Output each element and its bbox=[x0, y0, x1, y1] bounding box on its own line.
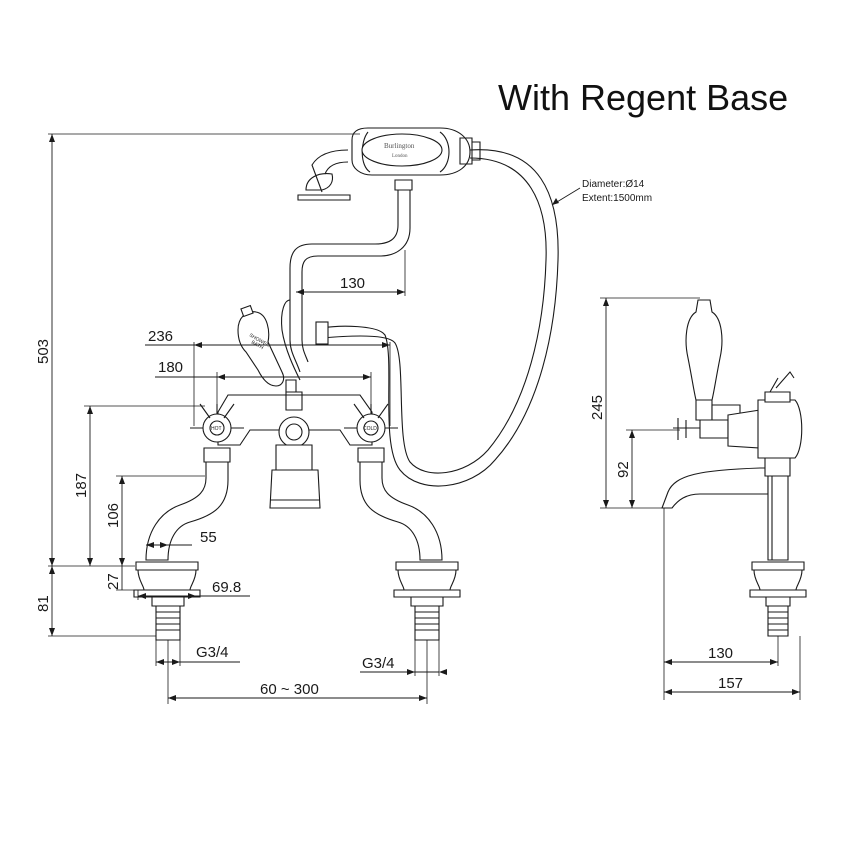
dim-base-dia: 69.8 bbox=[212, 579, 241, 596]
diagram-title: With Regent Base bbox=[498, 77, 788, 118]
side-dimensions: 245 92 130 157 bbox=[589, 297, 801, 700]
dim-spout-reach: 130 bbox=[708, 645, 733, 662]
handset-brand: Burlington bbox=[384, 142, 415, 150]
dim-overall-height: 503 bbox=[35, 339, 52, 364]
side-view bbox=[661, 299, 807, 637]
dim-side-depth: 157 bbox=[718, 675, 743, 692]
right-leg bbox=[357, 447, 461, 641]
dim-side-height: 245 bbox=[589, 395, 606, 420]
handset-cradle bbox=[311, 149, 413, 193]
front-view: Burlington London SHOWER BATH bbox=[133, 127, 559, 641]
hose-diameter: Diameter:Ø14 bbox=[582, 179, 645, 190]
mixer-body bbox=[217, 391, 373, 509]
dim-spout-height: 92 bbox=[615, 461, 632, 478]
diverter-lever: SHOWER BATH bbox=[237, 304, 297, 393]
hose-connector bbox=[315, 321, 329, 345]
handset-arm bbox=[289, 190, 399, 373]
shower-handset: Burlington London bbox=[351, 127, 481, 176]
cold-label: COLD bbox=[363, 426, 377, 432]
shower-hose bbox=[321, 149, 559, 487]
dim-outer-width: 236 bbox=[148, 328, 173, 345]
hot-tap-handle: HOT bbox=[190, 403, 244, 443]
dim-thread-right: G3/4 bbox=[362, 655, 395, 672]
dim-centres-range: 60 ~ 300 bbox=[260, 681, 319, 698]
dim-arm-height: 106 bbox=[105, 503, 122, 528]
dim-body-height: 187 bbox=[73, 473, 90, 498]
dim-centres: 180 bbox=[158, 359, 183, 376]
hot-label: HOT bbox=[211, 426, 222, 432]
dim-collar: 27 bbox=[105, 573, 122, 590]
front-dimensions: 503 81 187 106 27 130 236 bbox=[35, 133, 652, 704]
left-leg bbox=[133, 447, 231, 641]
hose-extent: Extent:1500mm bbox=[582, 193, 652, 204]
dim-thread-left: G3/4 bbox=[196, 644, 229, 661]
dim-base-height: 81 bbox=[35, 595, 52, 612]
handset-place: London bbox=[392, 154, 408, 159]
dim-handset-offset: 130 bbox=[340, 275, 365, 292]
lever-label-2: BATH bbox=[250, 340, 265, 352]
shower-rose bbox=[297, 173, 351, 201]
dim-arm-width: 55 bbox=[200, 529, 217, 546]
cold-tap-handle: COLD bbox=[344, 403, 398, 443]
